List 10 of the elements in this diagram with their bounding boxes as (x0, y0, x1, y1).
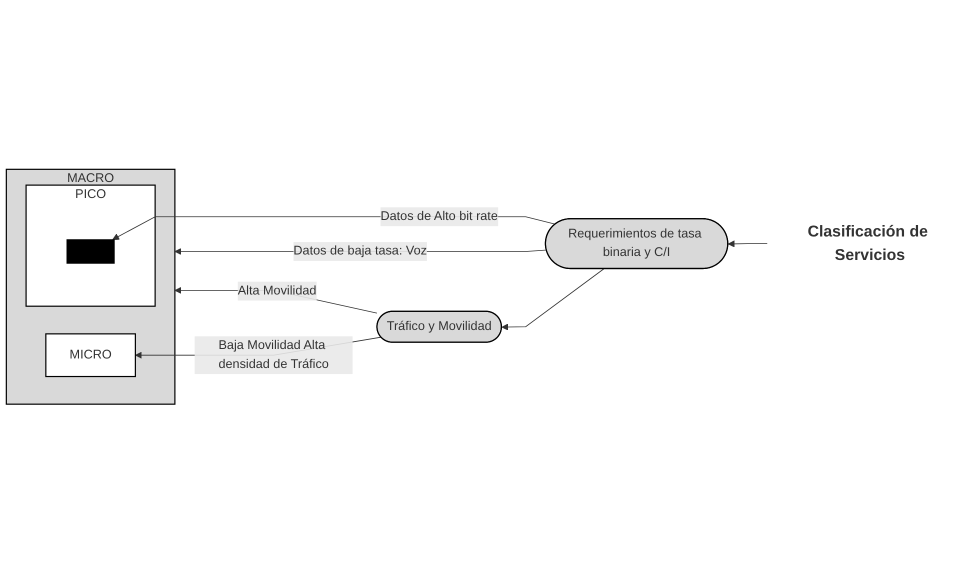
edge-label: Datos de Alto bit rate (380, 210, 498, 224)
edge-label: Datos de baja tasa: Voz (293, 244, 427, 258)
arrow (728, 240, 768, 248)
node-box (66, 240, 115, 264)
edge-label: Baja Movilidad Alta densidad de Tráfico (218, 338, 329, 372)
edge-label: Alta Movilidad (238, 284, 316, 298)
arrow (501, 268, 604, 331)
node-text: Clasificación de Servicios (808, 223, 928, 264)
cluster: PICO (26, 184, 156, 308)
node-box: MICRO (45, 334, 136, 378)
